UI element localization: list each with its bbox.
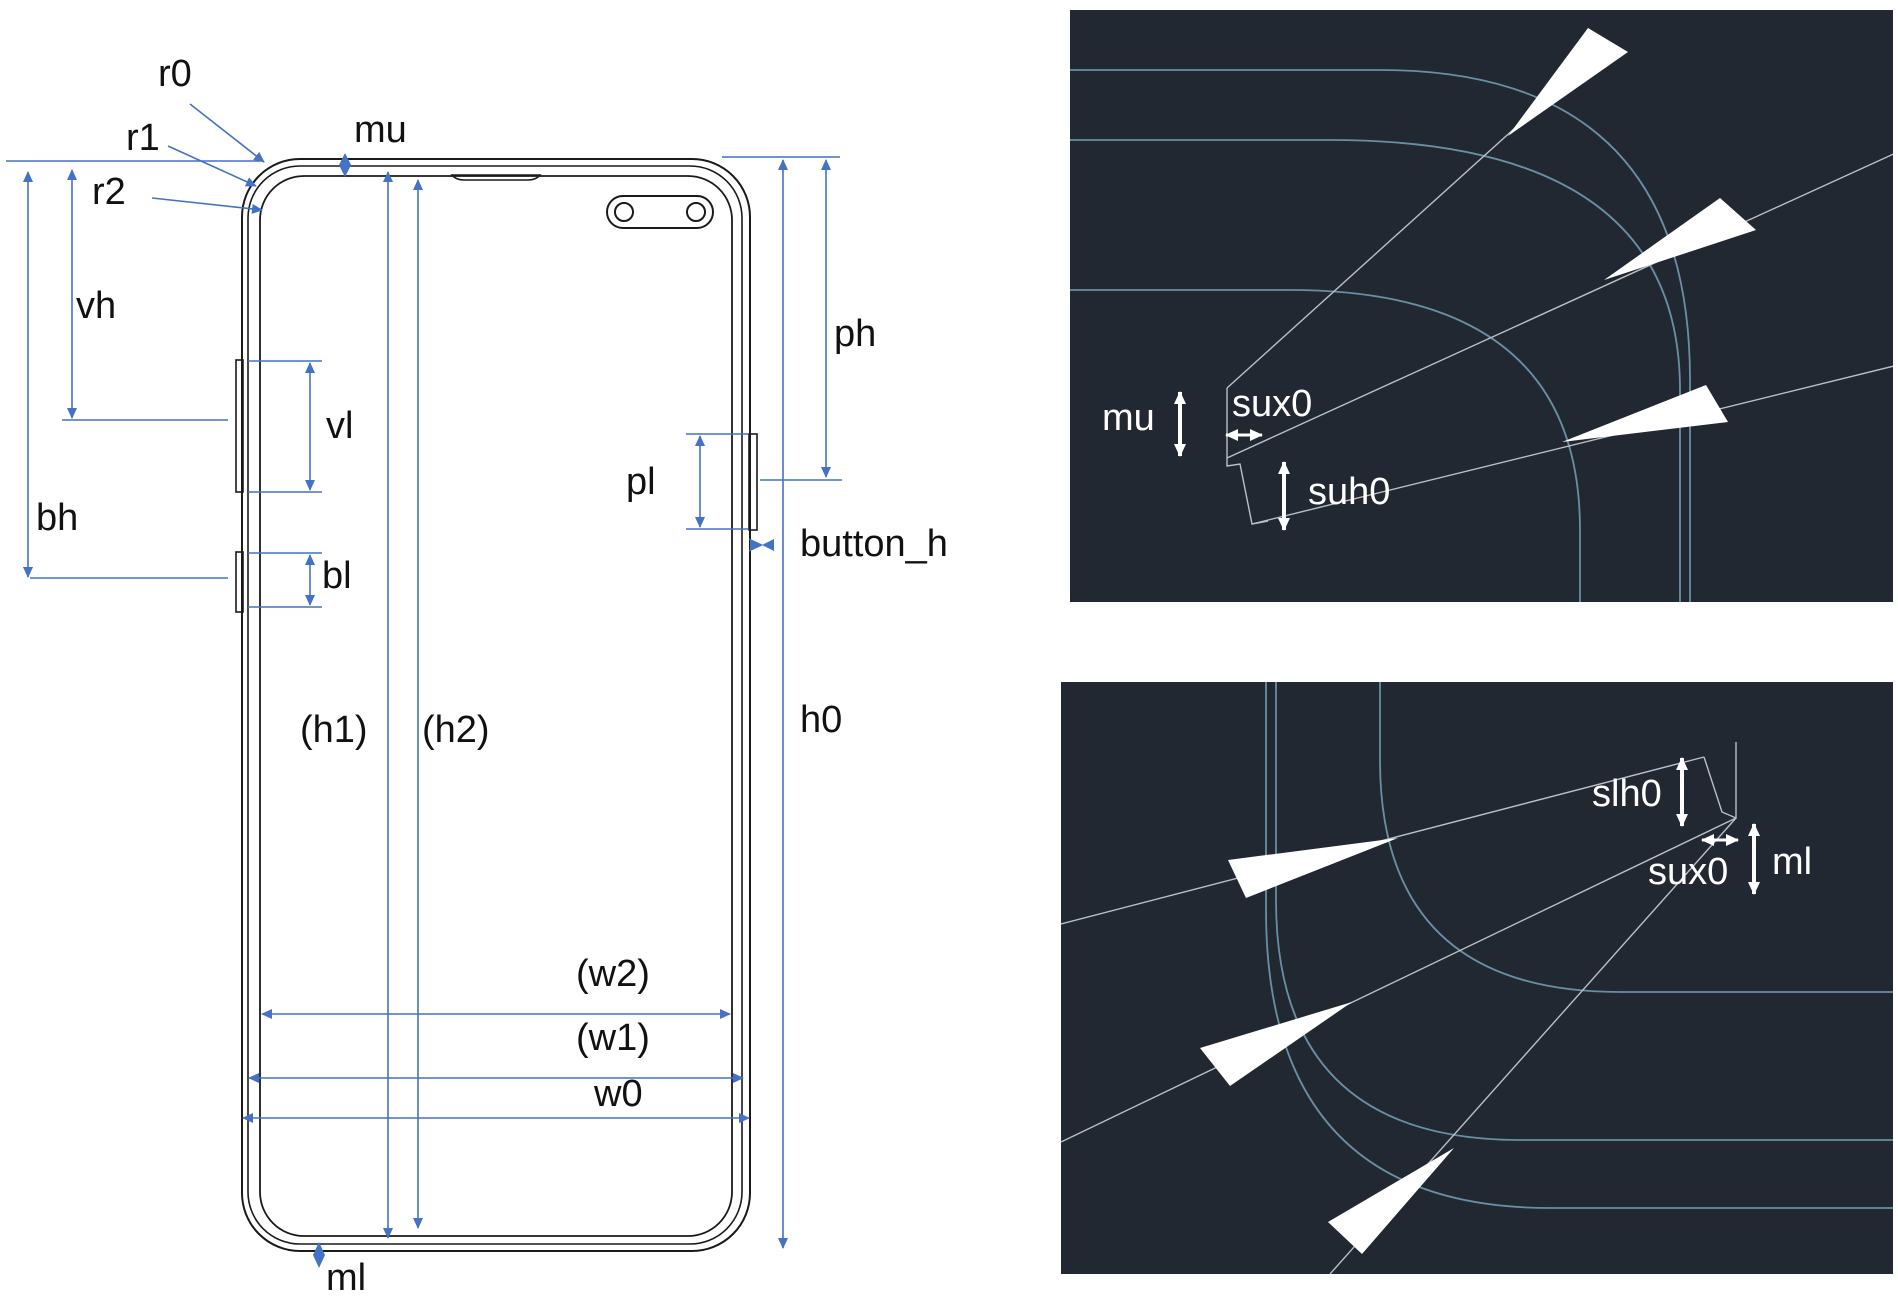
leader-r0 [189, 103, 265, 163]
mu-marker [339, 153, 351, 177]
top-section-line-3 [1251, 365, 1893, 525]
label-ph: ph [834, 313, 876, 355]
bottom-curve-outer [1265, 682, 1893, 1209]
phone-screen [259, 175, 733, 1237]
power-button [748, 433, 758, 531]
top-label-sux0: sux0 [1232, 383, 1312, 425]
top-label-suh0: suh0 [1308, 471, 1390, 513]
top-wedge-2 [1604, 198, 1756, 280]
phone-dimensions [6, 103, 842, 1249]
phone-drawing [235, 158, 758, 1252]
volume-button [235, 359, 244, 493]
label-w0: w0 [593, 1073, 643, 1115]
label-vl: vl [326, 405, 353, 447]
bottom-label-sux0: sux0 [1648, 851, 1728, 893]
leader-r1 [167, 145, 257, 187]
phone-mid-frame [247, 165, 743, 1245]
label-w2: (w2) [576, 953, 650, 995]
top-label-mu: mu [1102, 397, 1155, 439]
top-section-line-2 [1226, 153, 1893, 459]
ml-marker [313, 1242, 325, 1268]
label-bl: bl [322, 555, 352, 597]
label-bh: bh [36, 497, 78, 539]
bottom-wedge-3 [1328, 1148, 1454, 1254]
phone-dimension-labels: r0 r1 r2 mu vh vl bh bl (h1) (h2) ph pl … [36, 53, 948, 1296]
earpiece-notch [450, 174, 542, 181]
label-ml: ml [326, 1257, 366, 1296]
top-wedge-1 [1508, 28, 1628, 136]
label-r1: r1 [126, 117, 160, 159]
camera-pill [606, 195, 714, 229]
bottom-wedge-2 [1200, 1002, 1352, 1086]
cad-detail-top: mu sux0 suh0 [1070, 10, 1893, 602]
leader-r2 [151, 197, 263, 214]
bottom-curve-mid [1275, 682, 1893, 1141]
label-mu: mu [354, 109, 407, 151]
label-button-h: button_h [800, 523, 948, 565]
label-w1: (w1) [576, 1017, 650, 1059]
bottom-wedge-1 [1228, 838, 1398, 898]
top-curve-outer [1070, 69, 1691, 602]
label-r0: r0 [158, 53, 192, 95]
bottom-label-slh0: slh0 [1592, 773, 1662, 815]
label-h1: (h1) [300, 709, 368, 751]
bottom-curve-inner [1379, 682, 1893, 993]
label-vh: vh [76, 285, 116, 327]
top-curve-inner [1070, 289, 1581, 602]
label-r2: r2 [92, 171, 126, 213]
bottom-label-ml: ml [1772, 841, 1812, 883]
button-h-marker-2 [750, 539, 762, 551]
button-h-marker-3 [762, 539, 774, 551]
top-curve-mid [1070, 139, 1681, 602]
phone-outer-body [241, 158, 751, 1252]
cad-bottom-background [1061, 682, 1893, 1274]
camera-lens-right [686, 202, 706, 222]
label-h0: h0 [800, 699, 842, 741]
label-pl: pl [626, 461, 656, 503]
label-h2: (h2) [422, 709, 490, 751]
cad-detail-bottom: slh0 sux0 ml [1061, 682, 1893, 1274]
cad-top-background [1070, 10, 1893, 602]
bixby-button [235, 551, 244, 613]
top-wedge-3 [1562, 385, 1728, 442]
bottom-section-line-2 [1061, 817, 1737, 1143]
thickness-markers [313, 153, 774, 1268]
bottom-profile-notch [1703, 742, 1737, 820]
camera-lens-left [614, 202, 634, 222]
